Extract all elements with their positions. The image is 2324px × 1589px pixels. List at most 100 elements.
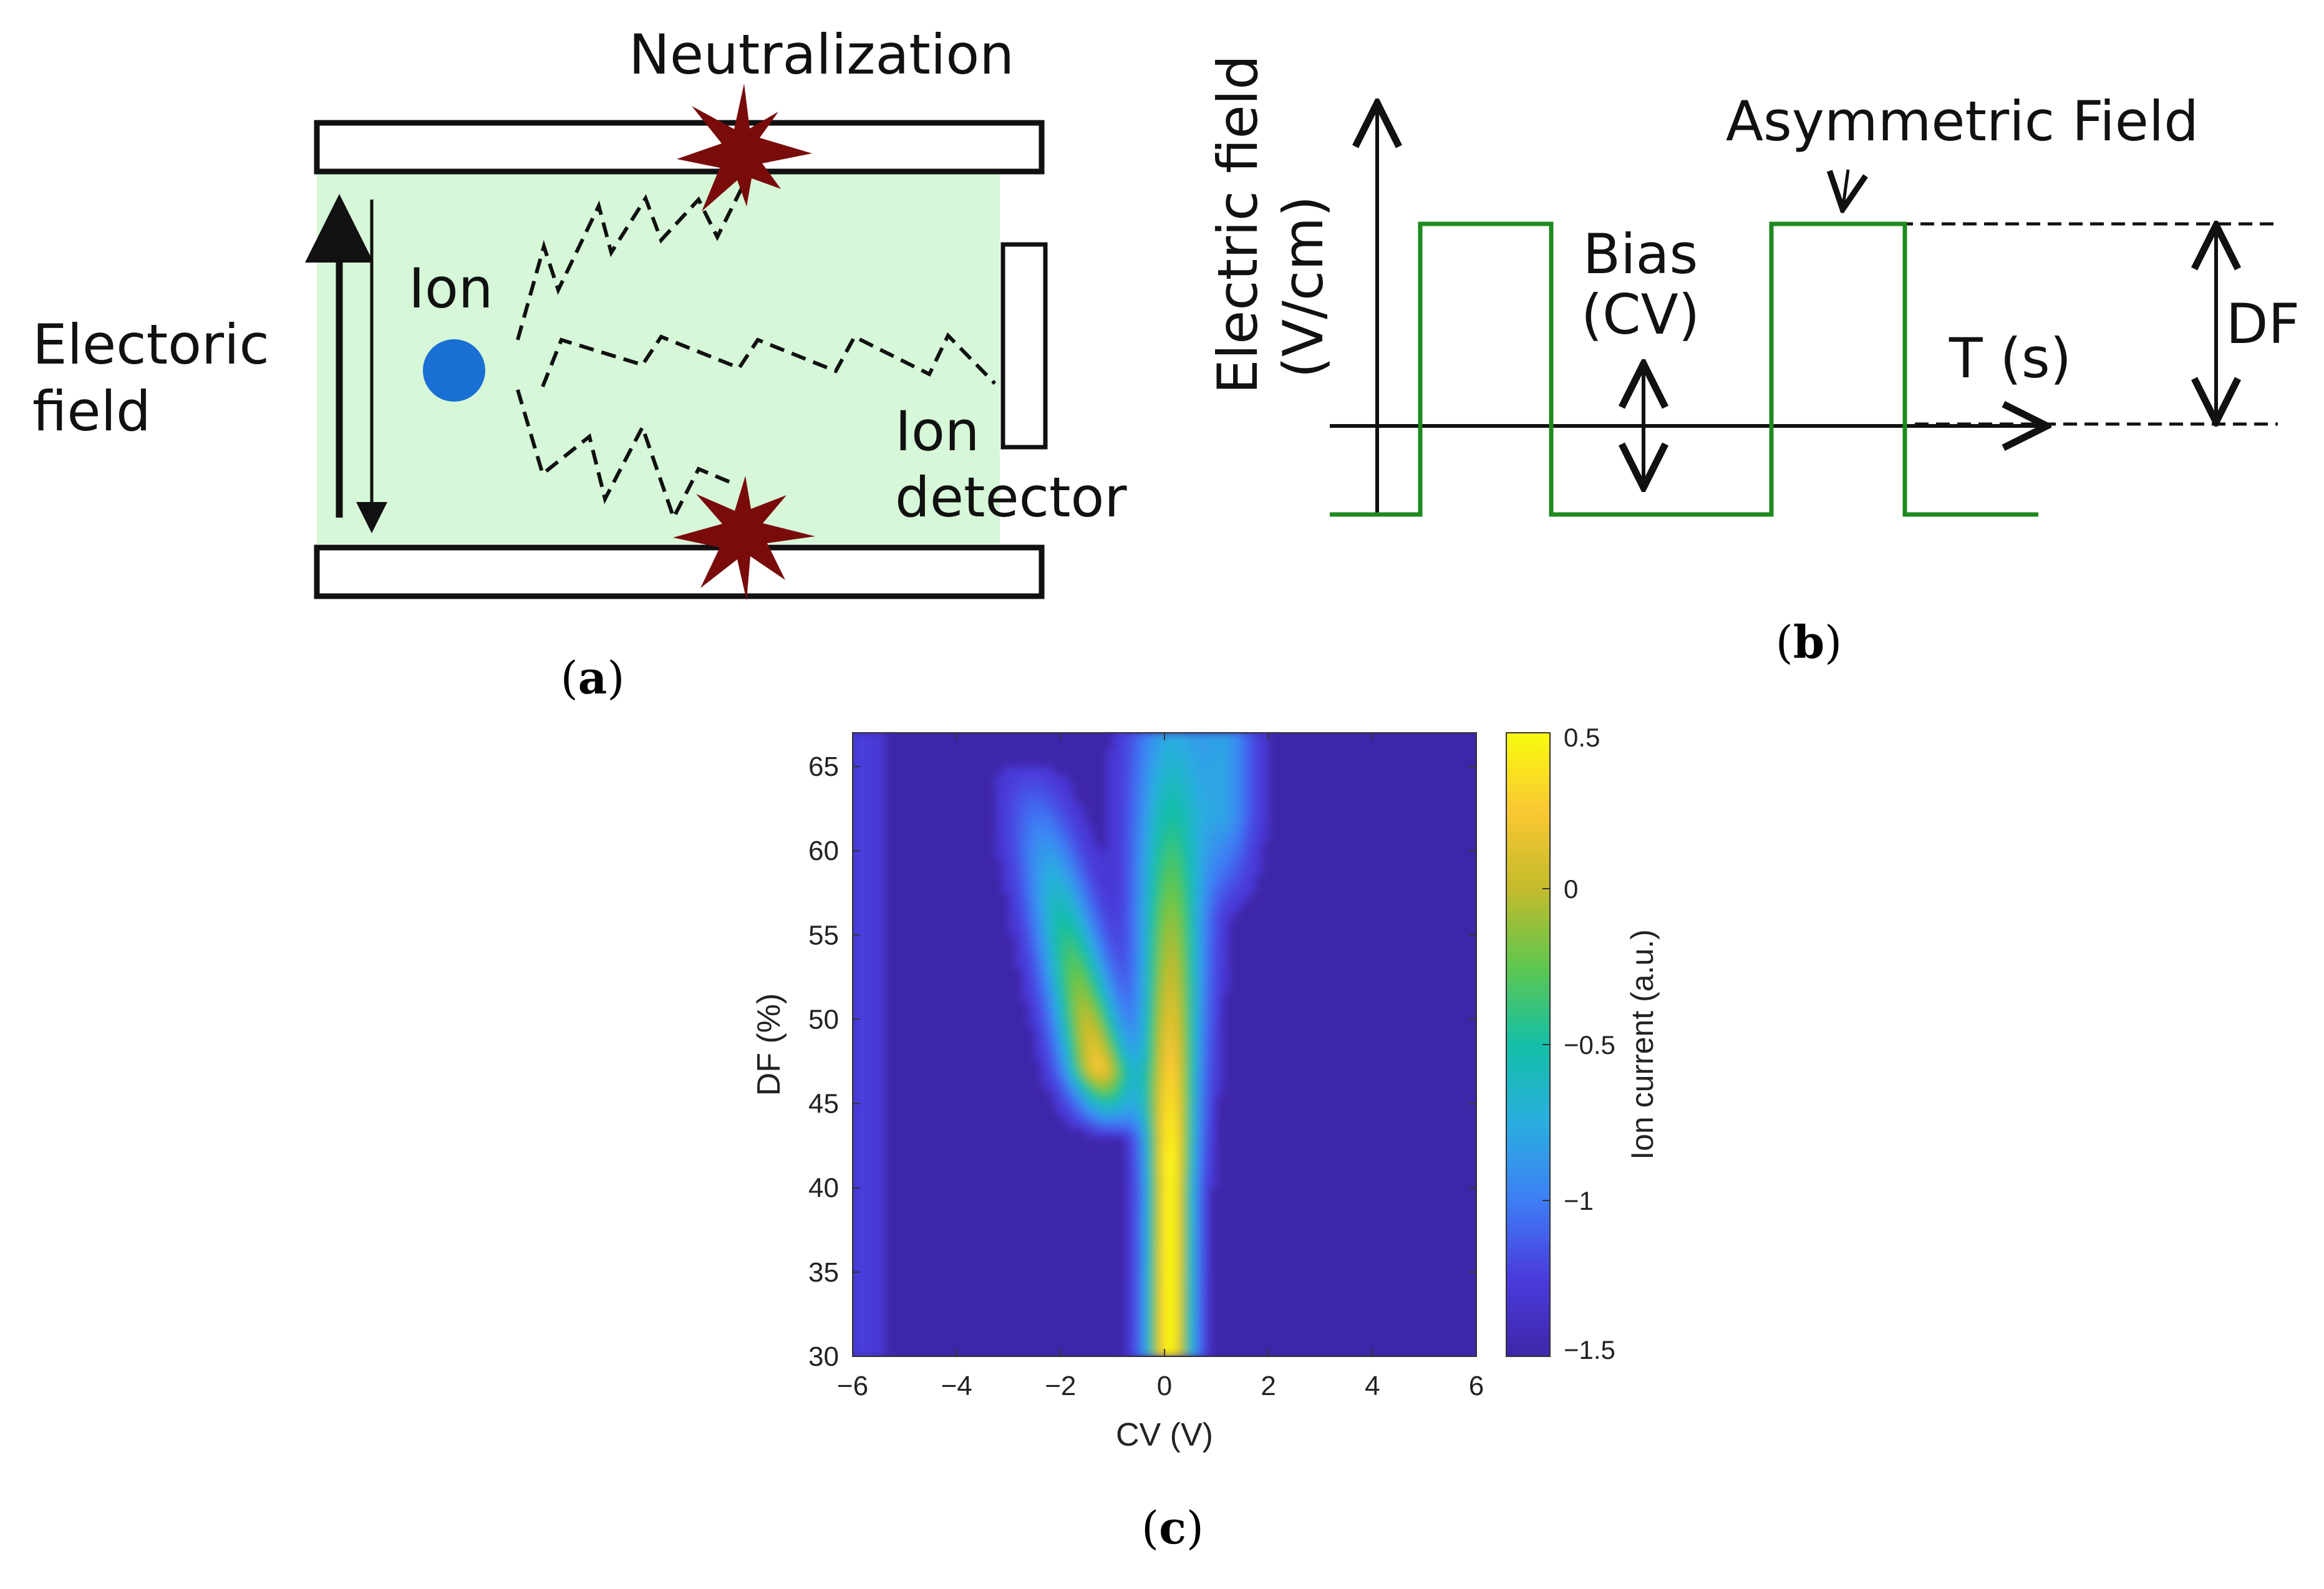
heatmap-cell xyxy=(871,1061,879,1071)
heatmap-cell xyxy=(865,867,873,877)
heatmap-cell xyxy=(1092,943,1100,952)
heatmap-cell xyxy=(1131,833,1139,843)
heatmap-cell xyxy=(1060,884,1068,894)
heatmap-cell xyxy=(1158,1238,1165,1247)
heatmap-cell xyxy=(1196,1255,1204,1264)
heatmap-cell xyxy=(858,1094,866,1104)
heatmap-cell xyxy=(1190,985,1198,995)
x-tick-label: 0 xyxy=(1157,1371,1172,1401)
heatmap-cell xyxy=(1086,993,1093,1003)
heatmap-cell xyxy=(865,1128,873,1138)
ion-trajectory-up xyxy=(516,186,744,340)
heatmap-cell xyxy=(1080,1111,1087,1121)
heatmap-cell xyxy=(1138,1255,1146,1264)
heatmap-cell xyxy=(853,1154,859,1163)
heatmap-cell xyxy=(1105,1053,1113,1062)
heatmap-cell xyxy=(1112,1027,1120,1036)
heatmap-cell xyxy=(1099,850,1106,860)
heatmap-cell xyxy=(1177,1061,1184,1071)
heatmap-cell xyxy=(1196,943,1204,952)
heatmap-cell xyxy=(1158,808,1165,818)
heatmap-cell xyxy=(1138,816,1146,826)
heatmap-cell xyxy=(1105,1010,1113,1020)
heatmap-cell xyxy=(1164,1339,1171,1348)
heatmap-cell xyxy=(1209,892,1217,902)
heatmap-cell xyxy=(1027,901,1035,910)
heatmap-cell xyxy=(853,1280,859,1290)
heatmap-cell xyxy=(1177,1070,1184,1079)
heatmap-cell xyxy=(1125,1272,1133,1281)
heatmap-cell xyxy=(1027,934,1035,944)
heatmap-cell xyxy=(1138,1162,1146,1172)
heatmap-cell xyxy=(1216,1053,1224,1062)
heatmap-cell xyxy=(1047,833,1055,843)
heatmap-cell xyxy=(1190,917,1198,927)
heatmap-cell xyxy=(1092,926,1100,935)
heatmap-cell xyxy=(1060,867,1068,877)
heatmap-cell xyxy=(1138,783,1146,793)
heatmap-cell xyxy=(1203,993,1211,1003)
heatmap-cell xyxy=(871,943,879,952)
heatmap-cell xyxy=(1151,1128,1159,1138)
heatmap-cell xyxy=(1203,951,1211,961)
heatmap-cell xyxy=(1183,1094,1191,1104)
heatmap-cell xyxy=(1105,943,1113,952)
heatmap-cell xyxy=(1080,808,1087,818)
heatmap-cell xyxy=(865,884,873,894)
heatmap-cell xyxy=(1209,985,1217,995)
heatmap-cell xyxy=(1040,850,1048,860)
heatmap-cell xyxy=(1080,909,1087,919)
heatmap-cell xyxy=(878,901,886,910)
df-label: DF xyxy=(2226,292,2300,356)
heatmap-cell xyxy=(1034,934,1042,944)
heatmap-cell xyxy=(1177,850,1184,860)
heatmap-cell xyxy=(1067,808,1074,818)
heatmap-cell xyxy=(1203,1204,1211,1214)
heatmap-cell xyxy=(1158,1313,1165,1323)
heatmap-cell xyxy=(878,1322,886,1331)
heatmap-cell xyxy=(1190,1288,1198,1298)
heatmap-cell xyxy=(1151,951,1159,961)
heatmap-cell xyxy=(1027,791,1035,801)
heatmap-cell xyxy=(1158,1002,1165,1012)
heatmap-cell xyxy=(1125,758,1133,767)
heatmap-cell xyxy=(1229,825,1237,834)
heatmap-cell xyxy=(1177,1238,1184,1247)
heatmap-cell xyxy=(1216,1070,1224,1079)
heatmap-cell xyxy=(1060,960,1068,969)
heatmap-cell xyxy=(1138,934,1146,944)
heatmap-cell xyxy=(858,943,866,952)
bottom-electrode xyxy=(314,544,1045,599)
heatmap-cell xyxy=(1047,1002,1055,1012)
heatmap-cell xyxy=(1203,1086,1211,1096)
heatmap-cell xyxy=(1196,766,1204,776)
heatmap-cell xyxy=(1092,1044,1100,1054)
heatmap-cell xyxy=(865,1212,873,1222)
heatmap-cell xyxy=(858,1305,866,1315)
heatmap-cell xyxy=(1080,833,1087,843)
heatmap-cell xyxy=(1131,909,1139,919)
heatmap-cell xyxy=(1151,1018,1159,1028)
heatmap-cell xyxy=(1118,833,1126,843)
heatmap-cell xyxy=(1053,799,1061,809)
heatmap-cell xyxy=(1151,884,1159,894)
heatmap-cell xyxy=(1118,926,1126,935)
heatmap-cell xyxy=(1118,901,1126,910)
heatmap-cell xyxy=(1027,775,1035,784)
heatmap-cell xyxy=(1105,1070,1113,1079)
colorbar-label: Ion current (a.u.) xyxy=(1625,929,1660,1160)
heatmap-cell xyxy=(858,1103,866,1113)
heatmap-cell xyxy=(1105,816,1113,826)
panel-b: Electric field (V/cm) Asymmetric Field B… xyxy=(1206,55,2300,669)
heatmap-cell xyxy=(1229,876,1237,885)
heatmap-cell xyxy=(1125,791,1133,801)
heatmap-cell xyxy=(1203,833,1211,843)
heatmap-cell xyxy=(1158,917,1165,927)
heatmap-cell xyxy=(1138,1179,1146,1189)
heatmap-cell xyxy=(858,909,866,919)
heatmap-cell xyxy=(1073,977,1081,986)
heatmap-cell xyxy=(1209,917,1217,927)
heatmap-cell xyxy=(1242,758,1249,767)
heatmap-cell xyxy=(1203,1103,1211,1113)
heatmap-cell xyxy=(1112,985,1120,995)
